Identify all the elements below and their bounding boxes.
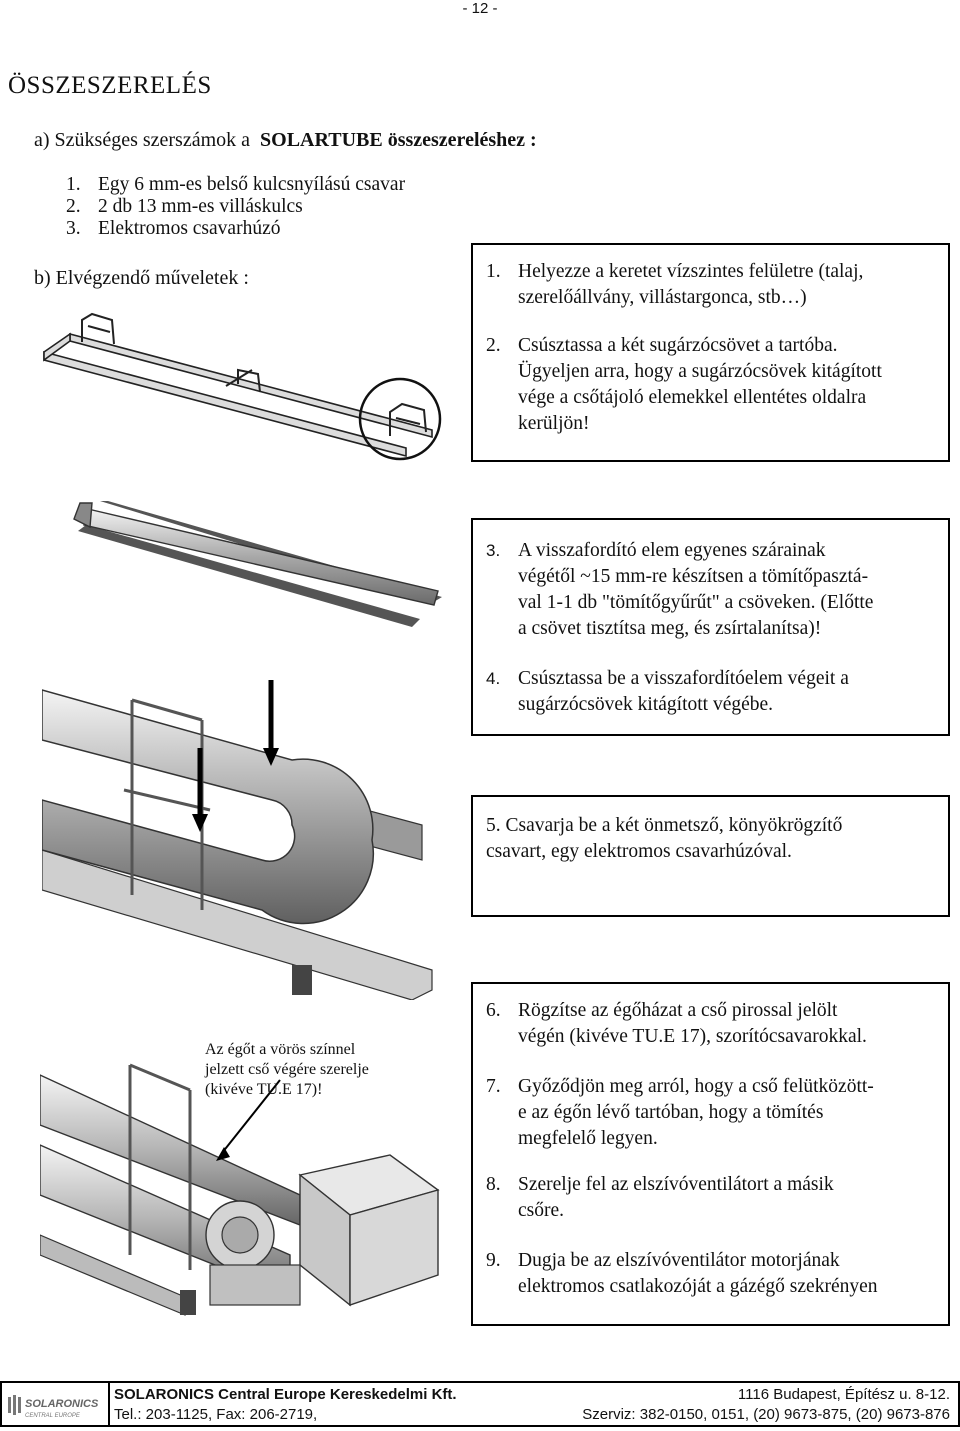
step-1: 1. Helyezze a keretet vízszintes felület… — [486, 261, 864, 308]
company-phone: Tel.: 203-1125, Fax: 206-2719, — [114, 1406, 318, 1423]
page-title: ÖSSZESZERELÉS — [8, 72, 212, 99]
instruction-box-1: 1. Helyezze a keretet vízszintes felület… — [471, 243, 950, 462]
service-phone: Szerviz: 382-0150, 0151, (20) 9673-875, … — [582, 1406, 950, 1423]
return-bend-illustration — [42, 680, 433, 1000]
tools-heading-prefix: a) Szükséges szerszámok a — [34, 129, 251, 151]
operations-heading: b) Elvégzendő műveletek : — [34, 267, 249, 289]
u-bend-illustration — [73, 501, 442, 627]
svg-text:CENTRAL EUROPE: CENTRAL EUROPE — [25, 1413, 81, 1419]
svg-text:SOLARONICS: SOLARONICS — [25, 1398, 99, 1410]
highlight-circle — [358, 377, 442, 461]
step-6: 6. Rögzítse az égőházat a cső pirossal j… — [486, 1000, 867, 1047]
step-2: 2. Csúsztassa a két sugárzócsövet a tart… — [486, 335, 882, 434]
step-7: 7. Győződjön meg arról, hogy a cső felüt… — [486, 1076, 874, 1149]
step-3: 3. A visszafordító elem egyenes száraina… — [486, 540, 874, 639]
frame-illustration — [43, 312, 442, 461]
burner-caption: Az égőt a vörös színnel jelzett cső végé… — [205, 1041, 369, 1098]
product-name: SOLARTUBE összeszereléshez : — [260, 129, 537, 151]
list-item: 3.Elektromos csavarhúzó — [66, 218, 281, 239]
list-item: 2.2 db 13 mm-es villáskulcs — [66, 196, 303, 217]
company-name: SOLARONICS Central Europe Kereskedelmi K… — [114, 1386, 457, 1403]
instruction-box-3: 5. Csavarja be a két önmetsző, könyökrög… — [471, 795, 950, 917]
step-9: 9. Dugja be az elszívóventilátor motorjá… — [486, 1250, 878, 1297]
tools-heading: a) Szükséges szerszámok a SOLARTUBE össz… — [34, 128, 537, 152]
step-5-line: 5. Csavarja be a két önmetsző, könyökrög… — [486, 815, 843, 836]
burner-illustration — [40, 1063, 440, 1316]
step-5-line: csavart, egy elektromos csavarhúzóval. — [486, 841, 792, 862]
step-8: 8. Szerelje fel az elszívóventilátort a … — [486, 1174, 834, 1221]
page-number: - 12 - — [462, 0, 498, 17]
instruction-box-4: 6. Rögzítse az égőházat a cső pirossal j… — [471, 982, 950, 1326]
instruction-box-2: 3. A visszafordító elem egyenes száraina… — [471, 518, 950, 736]
step-4: 4. Csúsztassa be a visszafordítóelem vég… — [486, 668, 849, 715]
list-item: 1.Egy 6 mm-es belső kulcsnyílású csavar — [66, 174, 406, 195]
footer: SOLARONICS CENTRAL EUROPE SOLARONICS Cen… — [0, 1381, 960, 1427]
tools-list: 1.Egy 6 mm-es belső kulcsnyílású csavar … — [66, 174, 405, 240]
company-logo: SOLARONICS CENTRAL EUROPE — [8, 1387, 104, 1423]
footer-divider — [108, 1383, 110, 1427]
company-address: 1116 Budapest, Építész u. 8-12. — [737, 1386, 950, 1403]
